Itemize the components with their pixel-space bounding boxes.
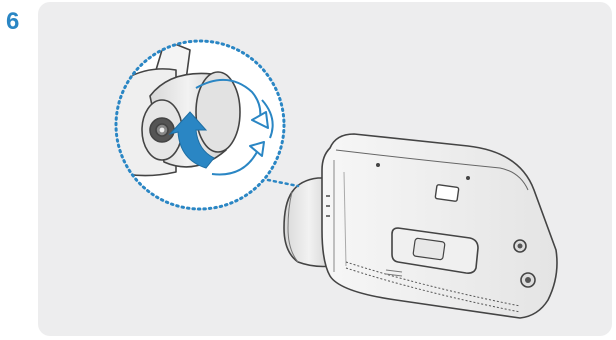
dashcam-body <box>283 133 558 319</box>
clockwise-rotate-arrow-icon <box>168 78 274 176</box>
zoom-callout <box>114 39 286 211</box>
zoom-connector <box>266 178 300 188</box>
step-number: 6 <box>6 8 20 35</box>
